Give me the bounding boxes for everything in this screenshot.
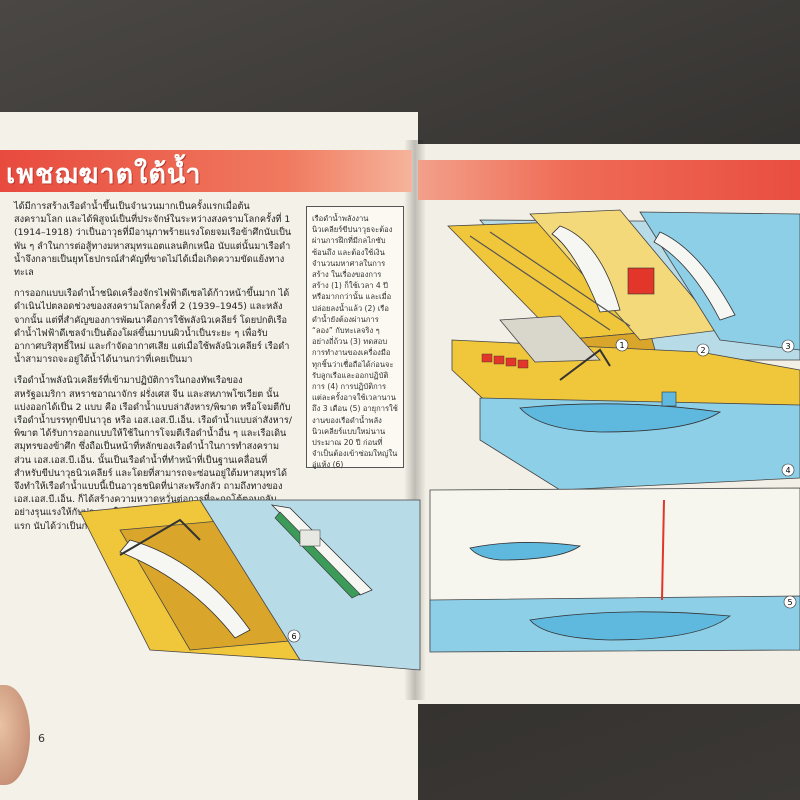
submarine-docked-shape xyxy=(519,403,722,433)
stage-block-6 xyxy=(79,499,421,671)
hull-construction-shape xyxy=(551,225,621,313)
page-title: เพชฌฆาตใต้น้ำ xyxy=(6,159,202,190)
paragraph-2: การออกแบบเรือดำน้ำชนิดเครื่องจักรไฟฟ้าดี… xyxy=(14,288,290,366)
sidebar-text: เรือดำน้ำพลังงานนิวเคลียร์ขีปนาวุธจะต้อง… xyxy=(312,214,398,470)
page-number: 6 xyxy=(38,732,45,745)
drydock-submarine-shape xyxy=(119,539,251,639)
step-badge-2 xyxy=(696,343,710,357)
test-tower-shape xyxy=(627,267,655,295)
paragraph-1: ได้มีการสร้างเรือดำน้ำขึ้นเป็นจำนวนมากเป… xyxy=(14,201,292,279)
sidebar-box: เรือดำน้ำพลังงานนิวเคลียร์ขีปนาวุธจะต้อง… xyxy=(306,206,404,470)
stage-block-5 xyxy=(429,487,800,653)
supply-crates xyxy=(481,353,529,369)
title-band-left xyxy=(0,150,412,192)
stage-block-1-3 xyxy=(447,209,800,361)
missile-launch-shape xyxy=(661,499,665,601)
svg-text:2: 2 xyxy=(700,346,705,355)
svg-text:1: 1 xyxy=(619,341,624,350)
step-badges: 1 2 3 4 5 6 xyxy=(287,338,797,643)
svg-text:4: 4 xyxy=(785,466,790,475)
step-badge-1 xyxy=(615,338,629,352)
launched-hull-shape xyxy=(653,231,736,321)
step-badge-5 xyxy=(783,595,797,609)
svg-text:6: 6 xyxy=(291,632,296,641)
body-text: ได้มีการสร้างเรือดำน้ำขึ้นเป็นจำนวนมากเป… xyxy=(14,200,294,541)
warship-shape xyxy=(270,504,373,599)
title-band-right xyxy=(418,160,800,200)
missile-submarine-shape xyxy=(529,611,732,641)
submarine-submerged-shape xyxy=(469,542,582,561)
stage-block-4 xyxy=(451,315,800,491)
step-badge-3 xyxy=(781,339,795,353)
step-badge-4 xyxy=(781,463,795,477)
warehouse-shape xyxy=(499,315,601,363)
svg-text:5: 5 xyxy=(787,598,792,607)
svg-text:3: 3 xyxy=(785,342,790,351)
step-badge-6 xyxy=(287,629,301,643)
